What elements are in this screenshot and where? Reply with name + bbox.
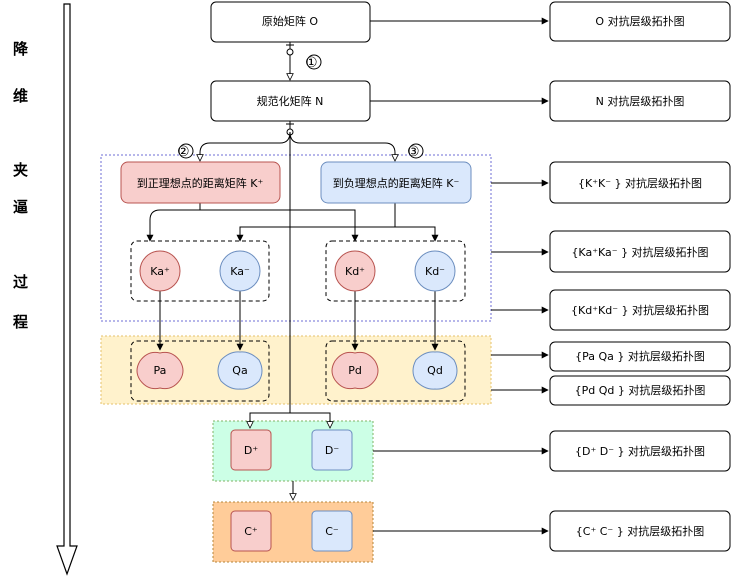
output-pqa-label: {Pa Qa } 对抗层级拓扑图: [575, 349, 705, 363]
step-marker-3: [408, 143, 424, 159]
output-pqa-box[interactable]: [549, 341, 731, 372]
output-k-label: {K⁺K⁻ } 对抗层级拓扑图: [578, 176, 702, 190]
ka-plus-label: Ka⁺: [150, 265, 170, 278]
ka-minus-node[interactable]: [219, 250, 261, 292]
side-label-2: 维: [13, 87, 28, 105]
output-pqd-label: {Pd Qd } 对抗层级拓扑图: [575, 383, 706, 397]
c-minus-label: C⁻: [325, 525, 339, 538]
step-marker-1: [306, 54, 322, 70]
step-marker-1-label: ①: [305, 55, 318, 71]
output-kd-label: {Kd⁺Kd⁻ } 对抗层级拓扑图: [571, 303, 709, 317]
kd-minus-node[interactable]: [414, 250, 456, 292]
pa-node[interactable]: [136, 351, 184, 390]
output-c-box[interactable]: [549, 510, 731, 552]
kd-plus-node[interactable]: [334, 250, 376, 292]
side-label-3: 夹: [13, 161, 28, 179]
step-marker-2: [178, 143, 194, 159]
output-ka-box[interactable]: [549, 230, 731, 273]
connectors: [146, 17, 549, 535]
output-pqd-box[interactable]: [549, 375, 731, 406]
d-minus-node[interactable]: [311, 429, 353, 471]
normalized-matrix-box[interactable]: [210, 80, 371, 122]
d-plus-label: D⁺: [244, 444, 258, 457]
positive-distance-box[interactable]: [120, 161, 281, 204]
kd-plus-label: Kd⁺: [345, 265, 365, 278]
qd-label: Qd: [427, 364, 443, 377]
original-matrix-label: 原始矩阵 O: [262, 14, 318, 28]
kd-inner-group: [325, 240, 466, 302]
side-label-6: 程: [13, 313, 28, 331]
qd-node[interactable]: [412, 351, 458, 390]
output-kd-box[interactable]: [549, 289, 731, 331]
pqa-inner-group: [130, 340, 270, 402]
output-k-box[interactable]: [549, 161, 731, 204]
output-n-label: N 对抗层级拓扑图: [596, 94, 685, 108]
c-minus-node[interactable]: [311, 510, 353, 552]
qa-label: Qa: [232, 364, 247, 377]
pd-label: Pd: [348, 364, 362, 377]
ka-plus-node[interactable]: [139, 250, 181, 292]
pqd-inner-group: [325, 340, 466, 402]
original-matrix-box[interactable]: [210, 1, 371, 43]
negative-distance-label: 到负理想点的距离矩阵 K⁻: [333, 176, 460, 190]
process-arrow: [56, 3, 78, 576]
normalized-matrix-label: 规范化矩阵 N: [257, 94, 324, 108]
side-label-4: 逼: [13, 198, 28, 216]
output-d-box[interactable]: [549, 430, 731, 472]
step-marker-2-label: ②: [177, 144, 190, 160]
qa-node[interactable]: [217, 351, 263, 390]
kd-minus-label: Kd⁻: [425, 265, 445, 278]
pd-node[interactable]: [331, 351, 379, 390]
ka-minus-label: Ka⁻: [230, 265, 250, 278]
ka-inner-group: [130, 240, 270, 302]
output-o-label: O 对抗层级拓扑图: [595, 14, 684, 28]
side-label-1: 降: [13, 40, 29, 58]
output-o-box[interactable]: [549, 1, 731, 42]
output-n-box[interactable]: [549, 80, 731, 122]
negative-distance-box[interactable]: [320, 161, 472, 204]
side-label-5: 过: [13, 273, 28, 291]
c-plus-label: C⁺: [244, 525, 258, 538]
step-marker-3-label: ③: [407, 144, 420, 160]
output-d-label: {D⁺ D⁻ } 对抗层级拓扑图: [575, 444, 705, 458]
output-ka-label: {Ka⁺Ka⁻ } 对抗层级拓扑图: [571, 245, 708, 259]
c-plus-node[interactable]: [230, 510, 272, 552]
pa-label: Pa: [154, 364, 167, 377]
output-c-label: {C⁺ C⁻ } 对抗层级拓扑图: [576, 524, 704, 538]
d-minus-label: D⁻: [325, 444, 339, 457]
d-plus-node[interactable]: [230, 429, 272, 471]
positive-distance-label: 到正理想点的距离矩阵 K⁺: [137, 176, 264, 190]
